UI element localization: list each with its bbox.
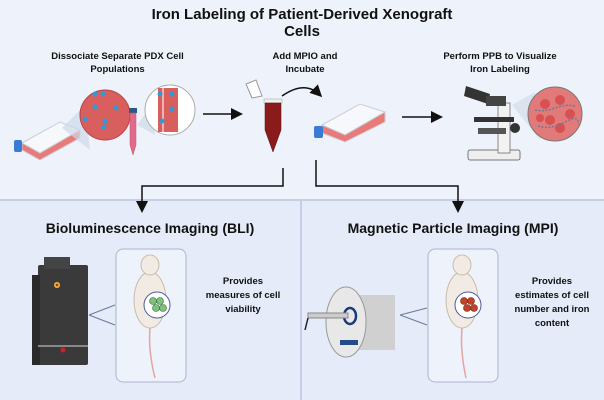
mpi-mouse-icon	[427, 248, 499, 383]
vertical-divider	[300, 200, 302, 400]
step-1-label: Dissociate Separate PDX Cell Populations	[30, 50, 205, 76]
bli-panel-title: Bioluminescence Imaging (BLI)	[45, 220, 255, 236]
arrow-to-mpi	[315, 160, 464, 213]
step-2-line-1: Add MPIO and	[272, 51, 338, 62]
bli-description: Provides measures of cell viability	[188, 275, 298, 317]
mpi-desc-line-3: number and iron	[514, 304, 590, 315]
mpi-scanner-icon	[304, 286, 395, 358]
cell-magnification-icon	[62, 89, 131, 150]
step-3-label: Perform PPB to Visualize Iron Labeling	[420, 50, 580, 76]
microcentrifuge-tube-icon	[245, 79, 283, 153]
step-1-line-2: Populations	[90, 64, 145, 75]
mpi-desc-line-2: estimates of cell	[515, 290, 589, 301]
step-3-line-2: Iron Labeling	[470, 64, 530, 75]
curved-arrow-icon	[281, 84, 323, 98]
bli-imaging-system-icon	[32, 257, 88, 365]
mpi-zoom-line	[399, 307, 428, 316]
bli-zoom-line-2	[88, 314, 116, 326]
bli-desc-line-1: Provides	[222, 276, 264, 287]
bli-mouse-icon	[115, 248, 187, 383]
step-1-line-1: Dissociate Separate PDX Cell	[51, 51, 184, 62]
bli-desc-line-2: measures of cell	[205, 290, 281, 301]
conical-tube-icon	[129, 108, 137, 156]
step-3-line-1: Perform PPB to Visualize	[443, 51, 557, 62]
step-2-label: Add MPIO and Incubate	[250, 50, 360, 76]
mpi-zoom-line-2	[399, 314, 428, 326]
mpi-description: Provides estimates of cell number and ir…	[500, 275, 604, 331]
microscope-icon	[464, 86, 521, 161]
step-2-line-2: Incubate	[285, 64, 325, 75]
figure-title-line-2: Cells	[284, 23, 320, 40]
mpi-desc-line-1: Provides	[531, 276, 573, 287]
bli-zoom-line	[88, 304, 116, 316]
bli-desc-line-3: viability	[225, 304, 261, 315]
figure-title: Iron Labeling of Patient-Derived Xenogra…	[0, 6, 604, 40]
figure-title-line-1: Iron Labeling of Patient-Derived Xenogra…	[151, 6, 453, 23]
stained-cells-magnification-icon	[512, 86, 583, 142]
tube-magnification-icon	[137, 84, 196, 136]
mpi-panel-title: Magnetic Particle Imaging (MPI)	[347, 220, 559, 236]
horizontal-divider	[0, 199, 604, 201]
arrow-to-bli	[136, 168, 284, 213]
mpi-desc-line-4: content	[534, 318, 570, 329]
culture-flask-icon-2	[314, 103, 387, 143]
